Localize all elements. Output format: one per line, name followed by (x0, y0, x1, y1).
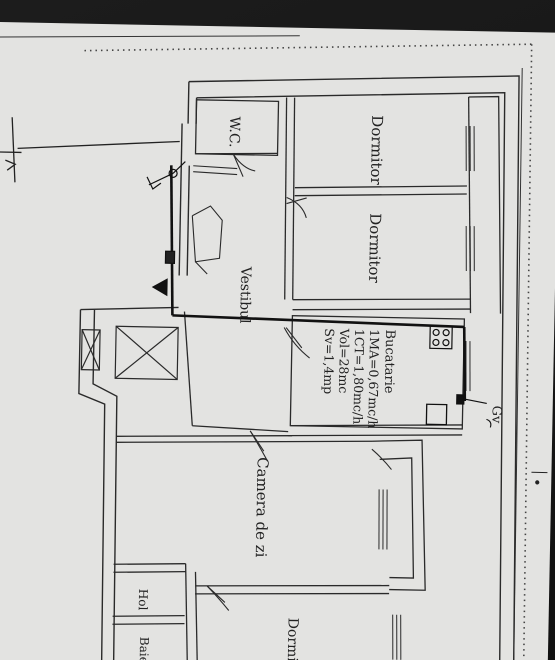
gas-valve-label: Gv (488, 405, 503, 424)
room-label-dormitor-bottom: Dormitor (283, 618, 300, 660)
stove-icon (429, 325, 453, 350)
room-label-vestibul: Vestibul (236, 266, 253, 325)
room-label-camera-de-zi: Camera de zi (252, 457, 272, 558)
floor-plan: W.C. Dormitor Dormitor Vestibul Bucatari… (0, 35, 548, 660)
kitchen-spec-ma: 1MA=0,67mc/h (365, 329, 382, 428)
gas-pipe (169, 165, 467, 402)
room-label-bucatarie: Bucatarie (381, 329, 397, 394)
door-swings (206, 154, 392, 611)
page-edge-mark (531, 471, 548, 485)
dotted-boundary (84, 43, 533, 660)
room-label-wc: W.C. (226, 116, 243, 147)
paper-sheet: W.C. Dormitor Dormitor Vestibul Bucatari… (0, 22, 555, 660)
kitchen-spec-sv: Sv=1,4mp (321, 328, 337, 394)
room-label-baie: Baie (137, 637, 152, 660)
boiler-icon (425, 394, 465, 426)
arrow-indicator-icon (0, 117, 180, 183)
interior-walls (112, 95, 502, 660)
gas-meter-icon (146, 161, 186, 297)
kitchen-spec-ct: 1CT=1,80mc/h (350, 329, 367, 425)
windows (378, 125, 475, 660)
room-label-dormitor-top: Dormitor (367, 115, 386, 186)
room-label-dormitor-middle: Dormitor (365, 213, 384, 284)
vestibul-fixtures (191, 165, 238, 275)
kitchen-spec-vol: Vol=28mc (336, 328, 352, 394)
shaft-cross-marks (80, 325, 179, 381)
gas-valve-icon (463, 398, 492, 428)
outer-walls (78, 75, 520, 660)
room-label-hol: Hol (136, 589, 150, 611)
